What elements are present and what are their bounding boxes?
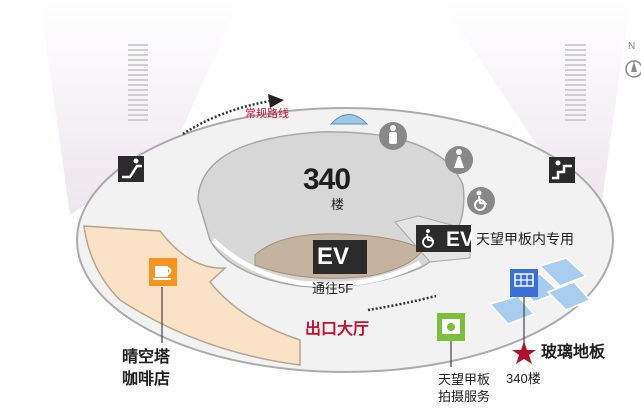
star-icon (512, 341, 536, 364)
light-beam-right (440, 0, 630, 215)
camera-icon (437, 313, 465, 341)
left-shaft (128, 44, 148, 121)
route-line (182, 99, 271, 136)
glass-floor-label: 玻璃地板 (541, 344, 606, 361)
elevator-label: EV (317, 243, 350, 270)
compass-icon (625, 60, 641, 78)
cafe-area (83, 225, 301, 366)
dome-icon (329, 114, 369, 125)
arrow-icon (268, 94, 284, 108)
glass-floor-panels (488, 257, 592, 325)
light-beam-left (40, 0, 240, 215)
male-restroom-icon (379, 122, 407, 150)
escalator-icon (118, 156, 144, 182)
right-shaft (565, 44, 586, 121)
exit-label: 出口大厅 (305, 321, 370, 338)
female-restroom-icon (445, 146, 473, 174)
route-label: 常规路线 (245, 108, 289, 120)
photo-service-label: 天望甲板拍摄服务 (438, 372, 491, 404)
cafe-label: 晴空塔咖啡店 (122, 349, 171, 388)
wheelchair-small-icon (422, 229, 435, 248)
floor-unit: 楼 (331, 197, 345, 212)
floor-number: 340 (303, 163, 351, 196)
elevator-destination: 通往5F (312, 281, 354, 296)
wheelchair-icon (467, 187, 495, 215)
compass-label: N (628, 41, 636, 52)
private-elevator-label: 天望甲板内专用 (476, 231, 574, 247)
glass-floor-icon (510, 269, 538, 297)
private-elevator-tag: EV (446, 228, 475, 251)
elevator-icon (313, 240, 367, 274)
cafe-cup-icon (149, 258, 177, 286)
glass-floor-level: 340楼 (506, 371, 541, 386)
stairs-icon (549, 157, 575, 183)
